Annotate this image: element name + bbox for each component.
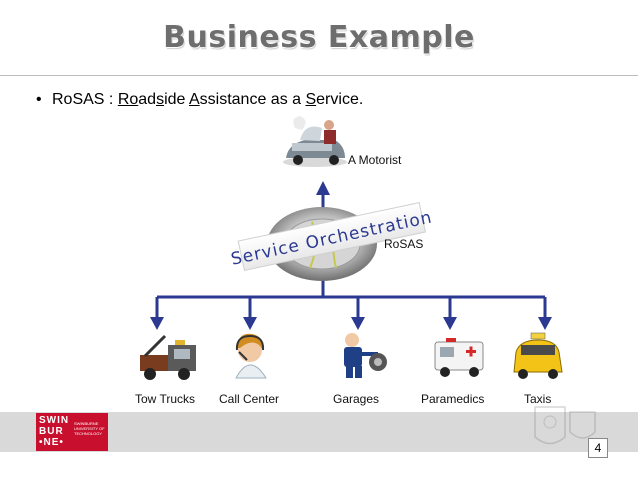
underlined-letters: S <box>305 91 317 108</box>
call-center-operator-icon <box>235 333 267 379</box>
service-label-taxis: Taxis <box>524 392 552 406</box>
title-divider <box>0 75 638 76</box>
service-label-call-center: Call Center <box>219 392 280 406</box>
page-number: 4 <box>588 438 608 458</box>
motorist-car-icon <box>283 116 347 167</box>
service-label-garages: Garages <box>333 392 380 406</box>
service-arrows <box>150 297 552 330</box>
bullet-text: ssistance as a <box>199 91 306 108</box>
slide-title: Business Example <box>163 20 475 55</box>
underlined-letters: s <box>156 91 165 108</box>
arrow-to-motorist <box>316 181 330 195</box>
mechanic-icon <box>344 333 387 378</box>
bullet-prefix: RoSAS : <box>52 91 118 108</box>
service-label-tow-trucks: Tow Trucks <box>135 392 196 406</box>
bullet-text: ide <box>164 91 189 108</box>
underlined-letters: Ro <box>117 91 139 108</box>
ambulance-icon <box>434 338 484 377</box>
rosas-label: RoSAS <box>384 237 424 251</box>
motorist-label: A Motorist <box>348 153 402 167</box>
bullet-dot: • <box>36 91 42 108</box>
bullet-point: • RoSAS : Roadside Assistance as a Servic… <box>36 91 363 109</box>
service-label-paramedics: Paramedics <box>421 392 485 406</box>
bullet-text: ad <box>138 91 157 108</box>
underlined-letters: A <box>188 91 200 108</box>
tow-truck-icon <box>140 334 196 380</box>
crest-watermark-icon <box>534 406 596 445</box>
swinburne-logo: SWIN BUR •NE• SWINBURNE UNIVERSITY OF TE… <box>36 413 108 451</box>
bullet-text: ervice. <box>316 91 364 108</box>
taxi-icon <box>513 332 563 379</box>
